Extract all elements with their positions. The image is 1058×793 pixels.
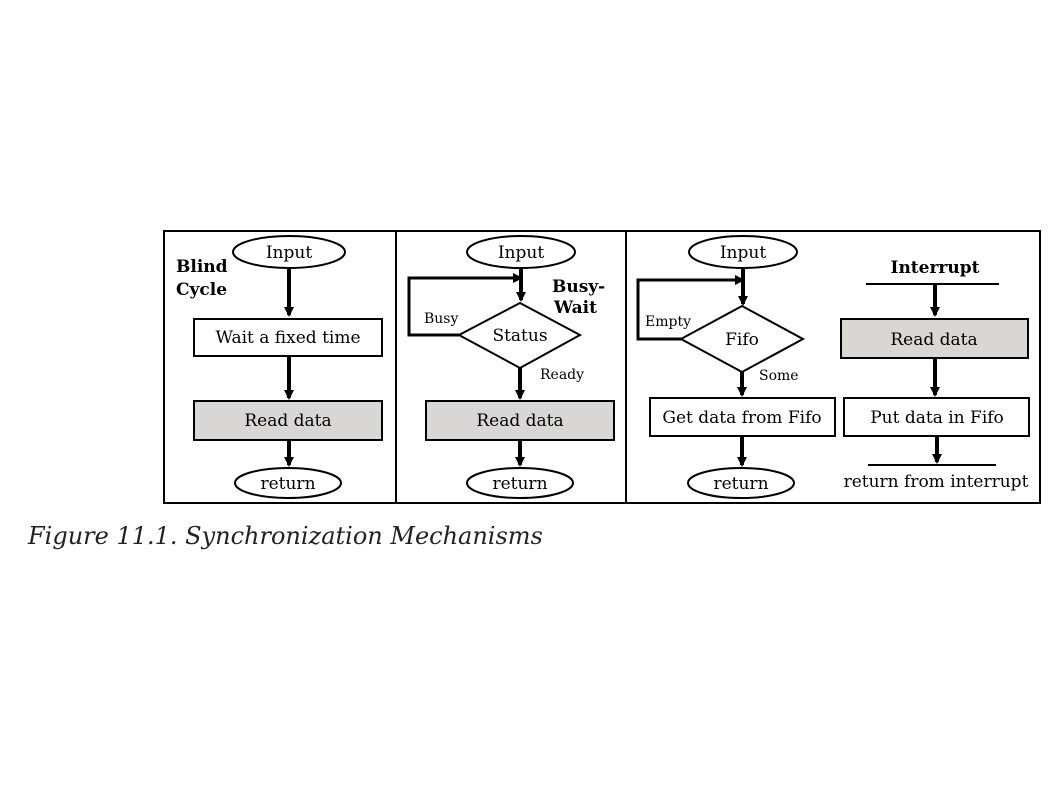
read-data-box xyxy=(193,400,383,441)
panel-interrupt: Interrupt Read data Put data in Fifo ret… xyxy=(840,258,1030,492)
return-label: return xyxy=(260,474,315,494)
start-label: Input xyxy=(720,243,766,263)
return-label: return xyxy=(492,474,547,494)
return-terminal xyxy=(687,467,795,499)
busy-loop-line xyxy=(407,273,523,337)
read-data-label: Read data xyxy=(476,411,563,431)
figure-frame xyxy=(163,230,1041,504)
panel-blind-cycle: Blind Cycle Input Wait a fixed time Read… xyxy=(176,235,383,499)
wait-label: Wait a fixed time xyxy=(215,328,360,348)
get-data-box xyxy=(649,397,836,437)
fifo-label: Fifo xyxy=(725,330,759,350)
busy-wait-title-2: Wait xyxy=(553,298,597,318)
return-terminal xyxy=(234,467,342,499)
status-label: Status xyxy=(492,326,547,346)
busy-wait-title: Busy- xyxy=(552,277,605,297)
interrupt-title: Interrupt xyxy=(891,258,980,278)
start-label: Input xyxy=(498,243,544,263)
get-data-label: Get data from Fifo xyxy=(662,408,821,428)
return-terminal xyxy=(466,467,574,499)
start-label: Input xyxy=(266,243,312,263)
ready-label: Ready xyxy=(540,367,584,383)
figure-caption: Figure 11.1. Synchronization Mechanisms xyxy=(28,522,543,550)
panel-fifo-input: Input Fifo Empty Some Get data from Fifo… xyxy=(636,235,836,499)
empty-label: Empty xyxy=(645,314,691,330)
panel-busy-wait: Busy- Wait Input Status Busy Ready Read … xyxy=(407,235,615,499)
wait-box xyxy=(193,318,383,357)
empty-loop-line xyxy=(636,275,745,341)
return-label: return xyxy=(713,474,768,494)
blind-cycle-title-2: Cycle xyxy=(176,280,227,300)
busy-label: Busy xyxy=(424,311,458,327)
read-data-label: Read data xyxy=(890,330,977,350)
read-data-box xyxy=(840,318,1029,359)
put-data-label: Put data in Fifo xyxy=(870,408,1004,428)
read-data-label: Read data xyxy=(244,411,331,431)
return-from-interrupt-label: return from interrupt xyxy=(844,472,1029,492)
blind-cycle-title: Blind xyxy=(176,257,228,277)
put-data-box xyxy=(843,397,1030,437)
some-label: Some xyxy=(759,368,799,384)
read-data-box xyxy=(425,400,615,441)
